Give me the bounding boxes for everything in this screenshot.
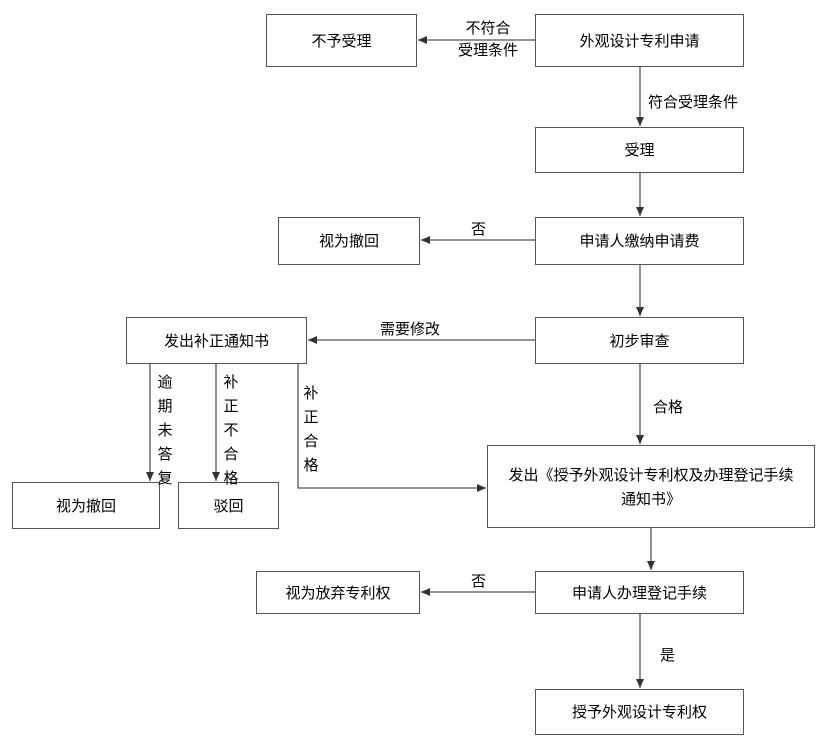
node-correction-notice-label: 发出补正通知书 [163, 331, 269, 350]
node-withdrawn-2-label: 视为撤回 [55, 496, 116, 515]
node-grant-notice: 发出《授予外观设计专利权及办理登记手续 通知书》 [487, 445, 815, 528]
node-grant-notice-label-line2: 通知书》 [620, 489, 681, 508]
edge-label-correction-fail: 补正不合格 [223, 373, 239, 487]
node-withdrawn-2: 视为撤回 [12, 482, 160, 529]
node-accept-label: 受理 [624, 141, 655, 159]
node-grant-notice-label-line1: 发出《授予外观设计专利权及办理登记手续 [508, 465, 794, 484]
node-pay-fee-label: 申请人缴纳申请费 [579, 232, 700, 250]
edge-label-yes: 是 [660, 646, 676, 664]
node-prelim-exam: 初步审查 [535, 317, 744, 364]
edge-correction-to-grant-notice [297, 364, 486, 492]
edge-label-not-meet-line2: 受理条件 [457, 41, 518, 59]
edge-label-not-meet-line1: 不符合 [465, 19, 511, 37]
node-withdrawn-1-label: 视为撤回 [318, 232, 379, 250]
node-register: 申请人办理登记手续 [535, 571, 744, 614]
node-reject-accept-label: 不予受理 [311, 31, 372, 50]
node-abandon-label: 视为放弃专利权 [285, 583, 391, 602]
node-apply-label: 外观设计专利申请 [579, 31, 700, 50]
node-reject-accept: 不予受理 [266, 14, 417, 67]
node-pay-fee: 申请人缴纳申请费 [535, 217, 744, 265]
edge-label-no-1: 否 [471, 220, 487, 238]
node-rejected-label: 驳回 [213, 496, 244, 515]
edge-label-correction-pass: 补正合格 [303, 384, 319, 474]
edge-label-qualified: 合格 [653, 398, 684, 416]
edge-label-meet: 符合受理条件 [648, 93, 739, 111]
edge-label-not-meet: 不符合 受理条件 [443, 17, 533, 61]
node-accept: 受理 [535, 127, 744, 173]
node-abandon: 视为放弃专利权 [256, 571, 420, 614]
node-prelim-exam-label: 初步审查 [609, 331, 670, 350]
node-granted: 授予外观设计专利权 [535, 689, 744, 735]
node-withdrawn-1: 视为撤回 [278, 217, 420, 265]
node-granted-label: 授予外观设计专利权 [571, 703, 707, 721]
edge-label-overdue: 逾期未答复 [157, 373, 173, 487]
node-register-label: 申请人办理登记手续 [571, 583, 707, 602]
edge-label-no-2: 否 [471, 572, 487, 590]
node-rejected: 驳回 [178, 482, 279, 529]
node-apply: 外观设计专利申请 [535, 14, 744, 67]
edge-label-need-revision: 需要修改 [380, 320, 441, 338]
node-correction-notice: 发出补正通知书 [126, 317, 307, 364]
